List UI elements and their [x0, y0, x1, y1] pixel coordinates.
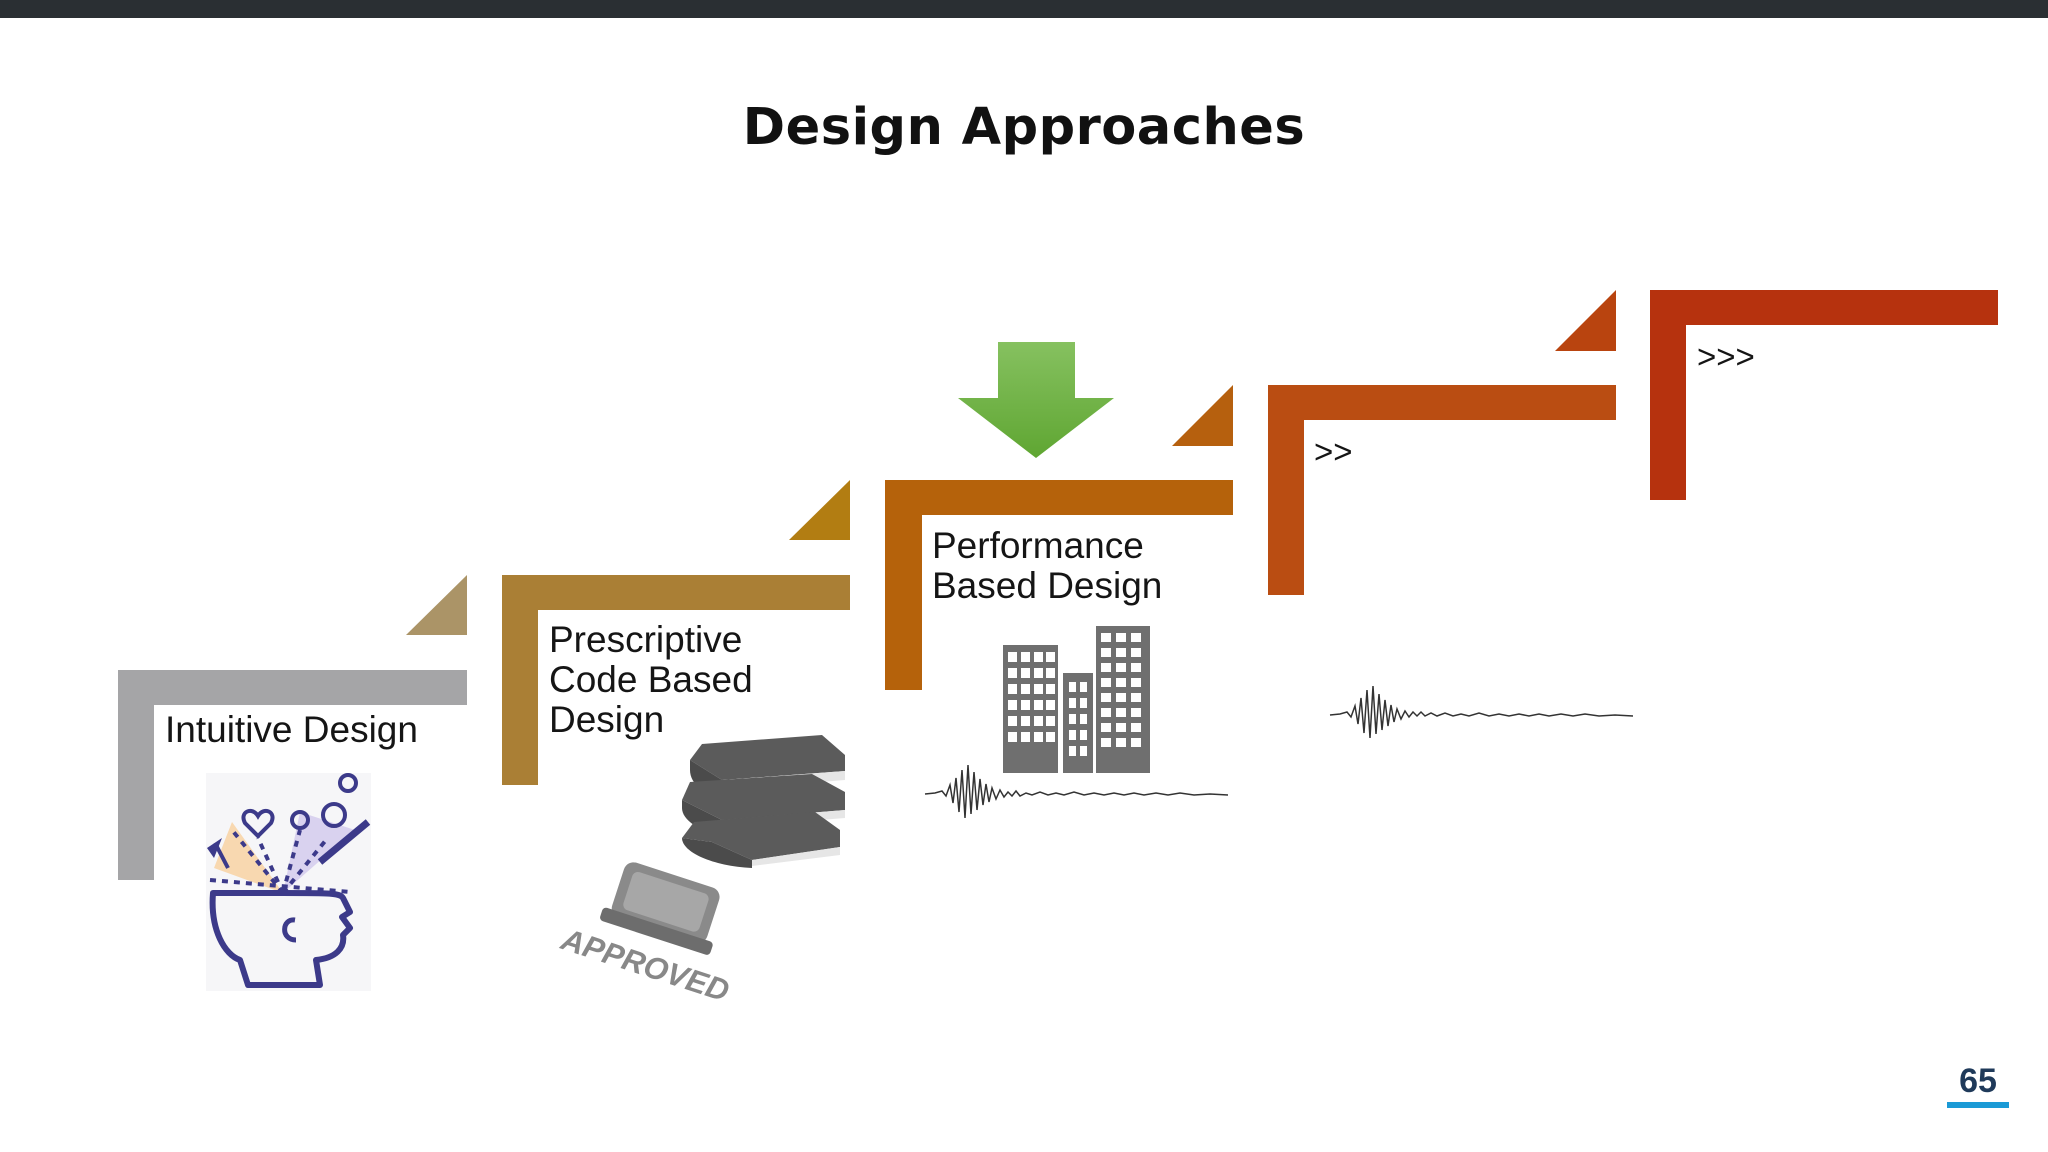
step-4-next	[1268, 290, 1616, 595]
step-2-label: Prescriptive Code Based Design	[549, 619, 753, 740]
page-number: 65	[1959, 1062, 1997, 1100]
step-4-label: >>	[1314, 433, 1353, 470]
step-5-bracket	[1650, 290, 1998, 500]
step-4-bracket	[1268, 385, 1616, 595]
page-number-underline	[1947, 1102, 2009, 1108]
step-1-intuitive	[118, 575, 467, 880]
step-1-corner-triangle	[406, 575, 467, 635]
step-5-future	[1650, 290, 1998, 500]
seismograph-trace-2	[1329, 685, 1634, 739]
seismograph-trace-1	[924, 764, 1229, 819]
head-creativity-icon	[206, 773, 371, 991]
step-2-prescriptive	[502, 480, 850, 785]
window-top-bar	[0, 0, 2048, 18]
step-3-bracket	[885, 480, 1233, 690]
step-1-bracket	[118, 670, 467, 880]
slide-title: Design Approaches	[742, 98, 1306, 157]
step-5-label: >>>	[1697, 338, 1755, 375]
step-1-label: Intuitive Design	[165, 709, 418, 750]
down-arrow-icon	[958, 342, 1114, 458]
buildings-icon	[1003, 626, 1150, 773]
books-icon	[682, 735, 845, 868]
step-3-corner-triangle	[1172, 385, 1233, 446]
step-3-label: Performance Based Design	[932, 525, 1163, 606]
step-4-corner-triangle	[1555, 290, 1616, 351]
step-3-performance	[885, 385, 1233, 690]
step-2-corner-triangle	[789, 480, 850, 540]
step-2-bracket	[502, 575, 850, 785]
approved-stamp-icon: APPROVED	[556, 862, 734, 1009]
